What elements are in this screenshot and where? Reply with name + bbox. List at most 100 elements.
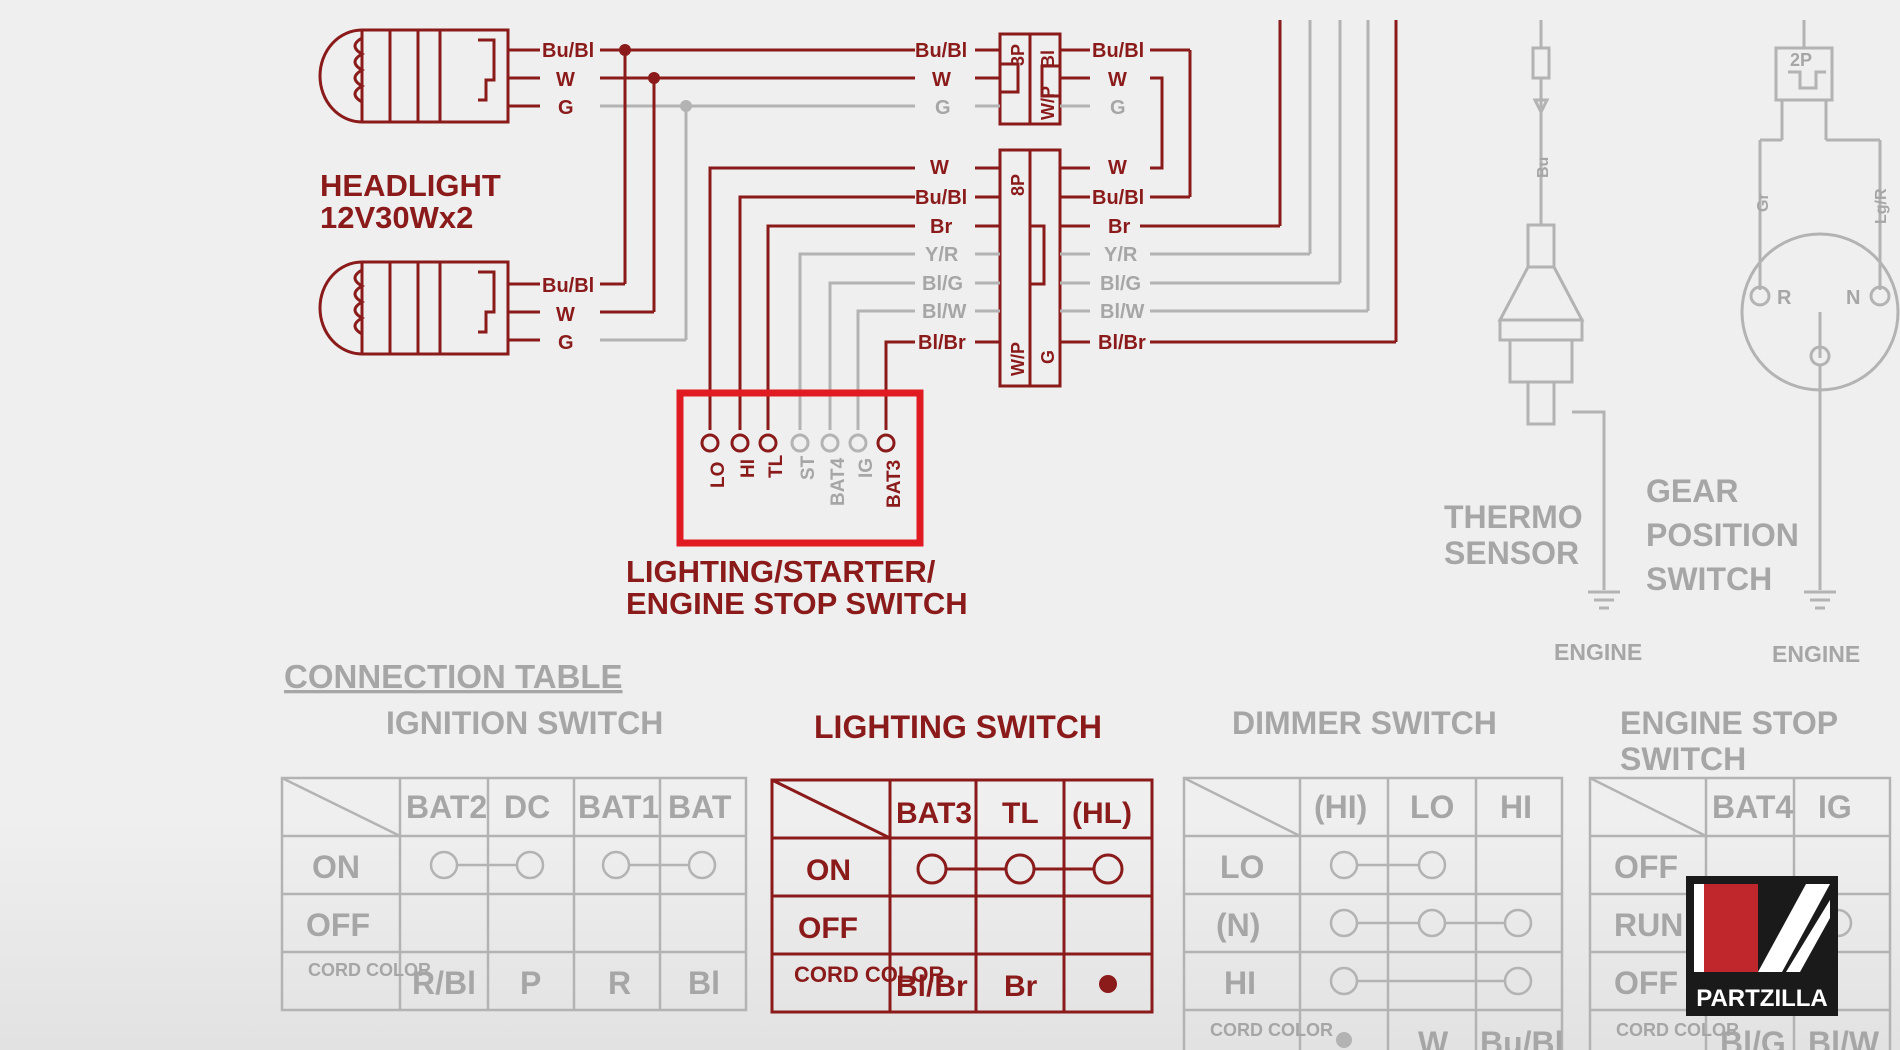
dimmer-row-hi: HI: [1224, 965, 1256, 1001]
c8p-right-2: Bu/Bl: [1092, 187, 1144, 209]
dimmer-switch-title: DIMMER SWITCH: [1232, 705, 1497, 741]
hl-lower-wire-2: W: [556, 304, 575, 326]
switch-wiring: [708, 166, 915, 430]
ign-cord-4: Bl: [688, 965, 720, 1001]
c8p-left-4: Y/R: [925, 244, 959, 266]
thermo-label-1: THERMO: [1444, 499, 1583, 535]
ign-col-4: BAT: [668, 789, 732, 825]
lighting-hl-cord-dot: [1099, 975, 1117, 993]
gear-ground-label: ENGINE: [1772, 641, 1860, 667]
connector-3p: 3P W/P Bl: [998, 32, 1062, 126]
terminal-ig: [848, 433, 868, 453]
connector-8p-side-2: G: [1038, 350, 1058, 364]
dimmer-col-3: HI: [1500, 789, 1532, 825]
stop-col-2: IG: [1818, 789, 1852, 825]
c8p-right-1: W: [1108, 157, 1127, 179]
c8p-left-1: W: [930, 157, 949, 179]
dimmer-row-n: (N): [1216, 907, 1260, 943]
c8p-left-5: Bl/G: [922, 273, 963, 295]
stop-cord-1: Bl/G: [1720, 1025, 1786, 1050]
c3p-left-3: G: [935, 97, 951, 119]
c8p-right-7: Bl/Br: [1098, 332, 1146, 354]
stop-col-1: BAT4: [1712, 789, 1793, 825]
hl-upper-wire-1: Bu/Bl: [542, 40, 594, 62]
gear-terminal-n: N: [1846, 287, 1860, 309]
ign-row-on: ON: [312, 849, 360, 885]
c3p-right-1: Bu/Bl: [1092, 40, 1144, 62]
thermo-ground-label: ENGINE: [1554, 639, 1642, 665]
terminal-label-bat4: BAT4: [828, 457, 849, 506]
switch-terminals: [700, 433, 896, 453]
c8p-left-6: Bl/W: [922, 301, 967, 323]
c8p-left-3: Br: [930, 216, 952, 238]
gear-label-3: SWITCH: [1646, 561, 1772, 597]
lighting-cord-1: Bl/Br: [896, 970, 968, 1003]
lighting-on-tl-dot: [1004, 853, 1036, 885]
c8p-right-6: Bl/W: [1100, 301, 1145, 323]
gear-terminal-r: R: [1777, 287, 1792, 309]
lighting-switch-title: LIGHTING SWITCH: [814, 709, 1102, 745]
terminal-st: [790, 433, 810, 453]
gear-label-2: POSITION: [1646, 517, 1799, 553]
c3p-left-2: W: [932, 69, 951, 91]
terminal-label-bat3: BAT3: [884, 460, 905, 508]
terminal-bat4: [820, 433, 840, 453]
engine-stop-title-2: SWITCH: [1620, 741, 1746, 777]
c3p-left-1: Bu/Bl: [915, 40, 967, 62]
terminal-label-tl: TL: [766, 454, 787, 478]
ign-col-1: BAT2: [406, 789, 487, 825]
lighting-row-cord: CORD COLOR: [794, 962, 944, 987]
lighting-on-bat3-dot: [916, 853, 948, 885]
lighting-cord-2: Br: [1004, 970, 1038, 1003]
terminal-bat3: [876, 433, 896, 453]
terminal-label-hi: HI: [738, 459, 759, 478]
connector-8p-label: 8P: [1008, 174, 1028, 196]
ign-cord-3: R: [608, 965, 631, 1001]
connector-3p-label: 3P: [1008, 44, 1028, 66]
headlight-upper: [318, 28, 540, 124]
dimmer-col-2: LO: [1410, 789, 1454, 825]
dimmer-col-1: (HI): [1314, 789, 1367, 825]
junction-dot: [619, 44, 631, 56]
partzilla-logo-text: PARTZILLA: [1696, 985, 1828, 1012]
ign-cord-2: P: [520, 965, 541, 1001]
dimmer-cord-2: Bu/Bl: [1480, 1025, 1564, 1050]
dimmer-cord-1: W: [1418, 1025, 1449, 1050]
terminal-label-ig: IG: [856, 458, 877, 478]
lighting-col-2: TL: [1002, 797, 1039, 830]
lighting-row-off: OFF: [798, 912, 858, 945]
gear-label-1: GEAR: [1646, 473, 1738, 509]
hl-lower-wire-3: G: [558, 332, 574, 354]
lighting-row-on: ON: [806, 854, 851, 887]
terminal-label-st: ST: [798, 455, 819, 480]
hl-lower-wire-1: Bu/Bl: [542, 275, 594, 297]
partzilla-logo: PARTZILLA: [1686, 876, 1838, 1016]
headlight-label-1: HEADLIGHT: [320, 168, 501, 203]
stop-row-off-2: OFF: [1614, 965, 1678, 1001]
ign-col-2: DC: [504, 789, 550, 825]
dimmer-switch-table: [1182, 776, 1564, 1050]
connector-3p-side-1: W/P: [1038, 86, 1058, 120]
c8p-right-4: Y/R: [1104, 244, 1138, 266]
lighting-col-3: (HL): [1072, 797, 1132, 830]
stop-row-cord: CORD COLOR: [1616, 1020, 1739, 1040]
terminal-lo: [700, 433, 720, 453]
lighting-col-1: BAT3: [896, 797, 972, 830]
connection-table-title: CONNECTION TABLE: [284, 658, 623, 695]
c3p-right-3: G: [1110, 97, 1126, 119]
headlight-label-2: 12V30Wx2: [320, 200, 473, 235]
c3p-right-2: W: [1108, 69, 1127, 91]
ign-col-3: BAT1: [578, 789, 659, 825]
connector-8p-side-1: W/P: [1008, 342, 1028, 376]
lighting-on-hl-dot: [1092, 853, 1124, 885]
engine-stop-title-1: ENGINE STOP: [1620, 705, 1838, 741]
stop-cord-2: Bl/W: [1808, 1025, 1880, 1050]
ign-cord-1: R/Bl: [412, 965, 476, 1001]
headlight-wiring: [600, 44, 915, 342]
hl-upper-wire-3: G: [558, 97, 574, 119]
gear-connector-label: 2P: [1790, 50, 1812, 70]
hl-upper-wire-2: W: [556, 69, 575, 91]
junction-dot: [648, 72, 660, 84]
connector-3p-side-2: Bl: [1038, 50, 1058, 68]
switch-highlight-box: [676, 389, 924, 547]
